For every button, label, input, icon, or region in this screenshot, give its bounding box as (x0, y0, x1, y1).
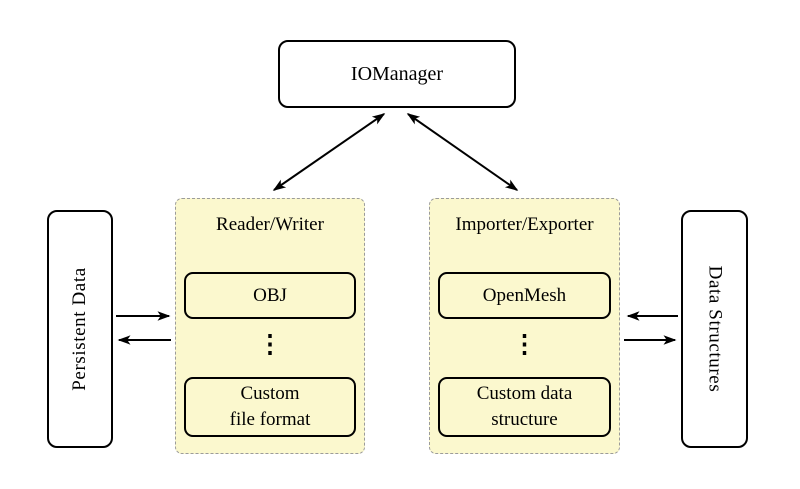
persistent-data-node: Persistent Data (47, 210, 113, 448)
data-structures-label: Data Structures (704, 265, 726, 393)
custom-data-structure-node: Custom data structure (438, 377, 611, 437)
arrow-iomanager-reader-writer (272, 113, 386, 191)
importer-exporter-ellipsis-icon: ⋮ (512, 331, 537, 358)
importer-exporter-title: Importer/Exporter (455, 214, 594, 235)
custom-file-format-label-line2: file format (229, 409, 311, 430)
reader-writer-group: Reader/Writer OBJ ⋮ Custom file format (175, 198, 365, 454)
reader-writer-title: Reader/Writer (216, 214, 324, 235)
iomanager-label: IOManager (350, 62, 444, 85)
openmesh-label: OpenMesh (482, 284, 567, 306)
openmesh-node: OpenMesh (438, 272, 611, 319)
custom-data-structure-label-line2: structure (491, 409, 558, 430)
reader-writer-ellipsis-icon: ⋮ (257, 331, 283, 358)
data-structures-node: Data Structures (681, 210, 748, 448)
iomanager-node: IOManager (278, 40, 516, 108)
obj-node: OBJ (184, 272, 356, 319)
arrow-iomanager-importer-exporter (406, 113, 519, 191)
custom-data-structure-label-line1: Custom data (476, 383, 573, 404)
importer-exporter-group: Importer/Exporter OpenMesh ⋮ Custom data… (429, 198, 620, 454)
custom-file-format-node: Custom file format (184, 377, 356, 437)
custom-file-format-label-line1: Custom (240, 383, 300, 404)
obj-label: OBJ (253, 284, 287, 306)
persistent-data-label: Persistent Data (69, 267, 91, 391)
